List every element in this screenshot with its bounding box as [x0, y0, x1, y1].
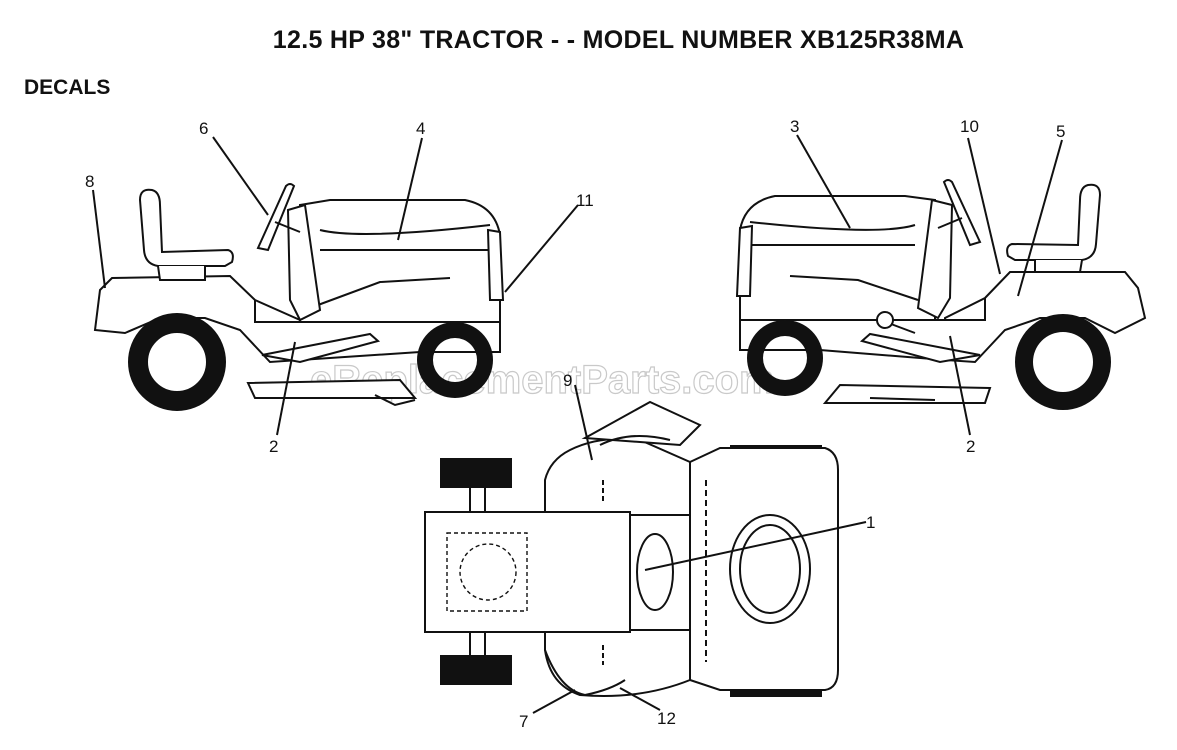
callout-11: 11	[576, 191, 594, 210]
callout-6: 6	[199, 119, 208, 138]
callout-7: 7	[519, 712, 528, 731]
callout-3: 3	[790, 117, 799, 136]
callout-2-left: 2	[269, 437, 278, 456]
callout-8: 8	[85, 172, 94, 191]
callout-1: 1	[866, 513, 875, 532]
tractor-right-side-view	[735, 179, 1147, 410]
callout-2-right: 2	[966, 437, 975, 456]
section-label: DECALS	[24, 76, 111, 99]
tractor-top-view	[424, 400, 839, 697]
callout-9: 9	[563, 371, 572, 390]
callout-4: 4	[416, 119, 425, 138]
diagram-title: 12.5 HP 38" TRACTOR - - MODEL NUMBER XB1…	[272, 26, 965, 54]
callout-10: 10	[960, 117, 979, 136]
leader-lines	[92, 134, 1063, 714]
callout-12: 12	[657, 709, 676, 728]
tractor-left-side-view	[93, 183, 505, 411]
callout-5: 5	[1056, 122, 1065, 141]
